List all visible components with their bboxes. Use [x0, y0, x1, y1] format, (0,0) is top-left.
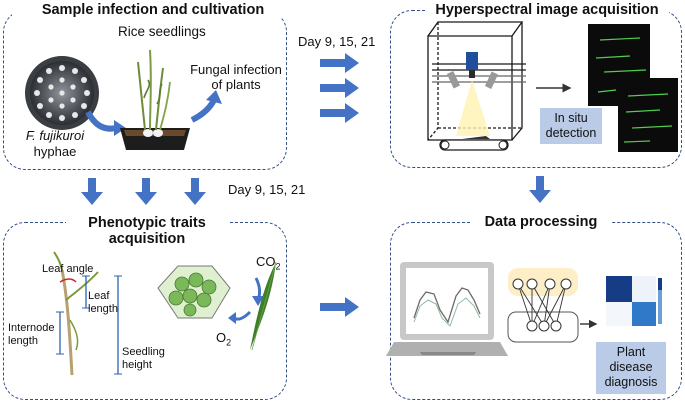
days-label-mid: Day 9, 15, 21: [228, 182, 306, 197]
petri-dish-icon: [25, 56, 99, 130]
internode-length-label: Internode length: [8, 322, 55, 347]
panel-title-data-processing: Data processing: [470, 214, 612, 230]
co2-label: CO2: [256, 254, 281, 272]
plant-cell-icon: [157, 265, 231, 319]
laptop-icon: [386, 262, 508, 356]
leaf-icon: [250, 261, 277, 351]
confusion-matrix-icon: [606, 276, 662, 326]
seedling-height-label: Seedling height: [122, 346, 165, 371]
plant-disease-diagnosis-box: Plant disease diagnosis: [596, 342, 666, 394]
neural-network-icon: [507, 268, 579, 343]
days-label-top: Day 9, 15, 21: [298, 34, 376, 49]
leaf-length-label: Leaf length: [88, 290, 118, 315]
rice-seedlings-icon: [120, 49, 190, 150]
arrow-to-data-processing: [529, 176, 551, 203]
hyperspectral-images-icon: [588, 24, 678, 152]
fungal-infection-label: Fungal infection of plants: [190, 62, 282, 92]
panel-title-phenotypic: Phenotypic traits acquisition: [66, 215, 228, 247]
hyphae-label: hyphae: [33, 144, 77, 159]
o2-label: O2: [216, 330, 232, 348]
panel-title-sample-infection: Sample infection and cultivation: [12, 2, 294, 18]
arrow-phenotypic-to-data: [320, 297, 359, 317]
rice-seedlings-label: Rice seedlings: [118, 24, 206, 39]
arrows-to-hyperspectral: [320, 53, 359, 123]
in-situ-detection-box: In situ detection: [540, 108, 602, 144]
leaf-angle-label: Leaf angle: [42, 263, 94, 275]
panel-title-hyperspectral: Hyperspectral image acquisition: [425, 2, 669, 18]
arrows-to-phenotypic: [81, 178, 206, 205]
species-label: F. fujikuroi: [25, 128, 85, 143]
curved-arrow-icon: [85, 110, 117, 132]
